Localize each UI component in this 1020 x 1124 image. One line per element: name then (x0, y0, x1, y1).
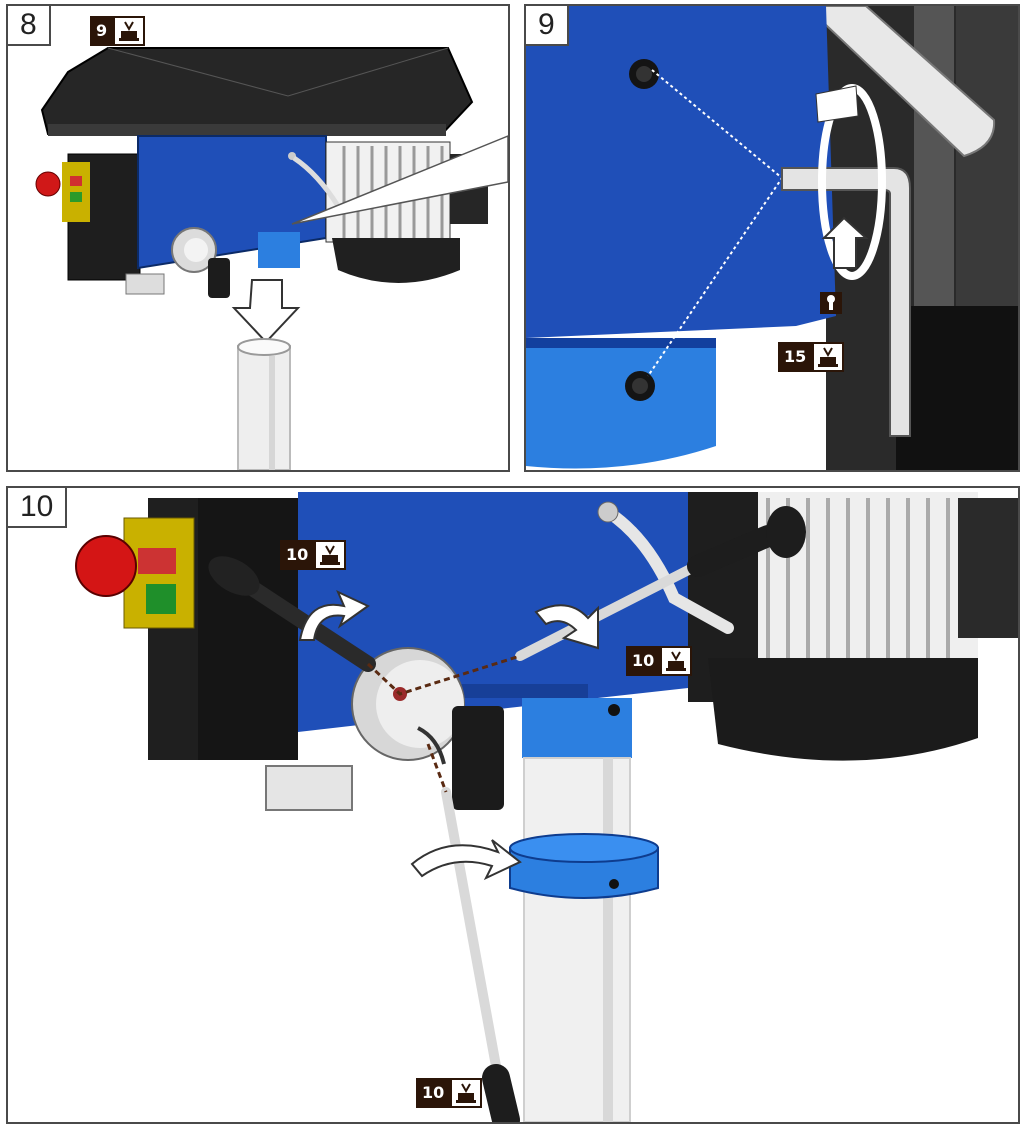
step-number: 10 (8, 488, 68, 528)
key-icon (820, 292, 842, 314)
step-number: 8 (8, 6, 51, 46)
feed-handle-installation-illustration (75, 492, 1018, 1122)
assembly-tool-icon (314, 540, 347, 570)
badge-number: 10 (626, 646, 661, 676)
drill-press-head-illustration (35, 47, 508, 470)
key-badge (820, 288, 842, 318)
assembly-badge: 9 (90, 16, 146, 46)
assembly-badge-3: 10 (416, 1078, 483, 1108)
assembly-tool-icon (113, 16, 146, 46)
badge-number: 15 (778, 342, 813, 372)
assembly-tool-icon (660, 646, 693, 676)
step-8-panel: 8 9 (6, 4, 510, 472)
assembly-badge-1: 10 (280, 540, 347, 570)
step-10-panel: 10 10 10 10 (6, 486, 1020, 1124)
badge-number: 9 (90, 16, 114, 46)
step-9-panel: 9 15 (524, 4, 1020, 472)
badge-number: 10 (280, 540, 315, 570)
hex-key-detail-illustration (526, 6, 1018, 470)
assembly-tool-icon (812, 342, 845, 372)
step-number: 9 (526, 6, 569, 46)
assembly-badge-2: 10 (626, 646, 693, 676)
badge-number: 10 (416, 1078, 451, 1108)
assembly-badge: 15 (778, 342, 845, 372)
assembly-tool-icon (450, 1078, 483, 1108)
